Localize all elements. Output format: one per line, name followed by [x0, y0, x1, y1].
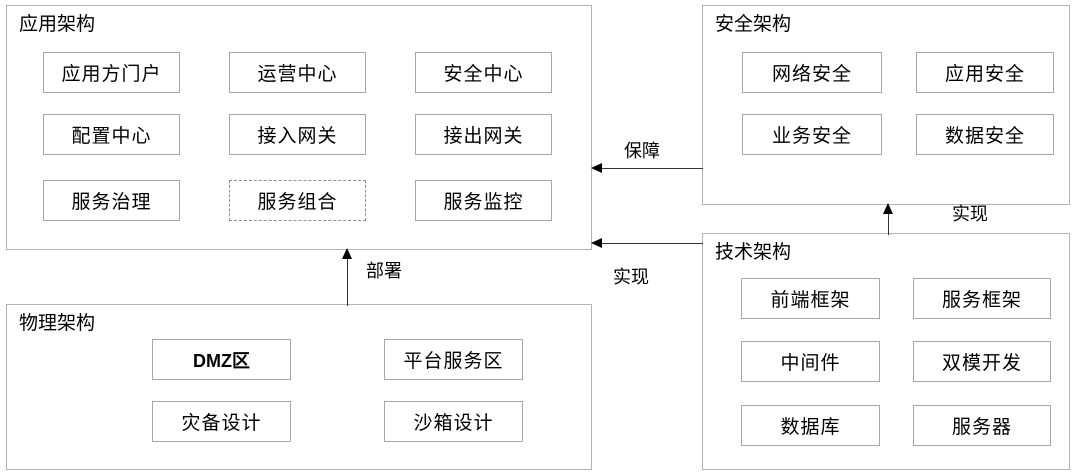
group-physical-architecture: 物理架构 DMZ区 平台服务区 灾备设计 沙箱设计	[6, 304, 592, 470]
node-service-framework[interactable]: 服务框架	[913, 278, 1051, 319]
node-database[interactable]: 数据库	[741, 405, 880, 446]
connector-label-baozhang: 保障	[624, 141, 660, 161]
node-network-security[interactable]: 网络安全	[742, 52, 882, 93]
node-bimodal-development[interactable]: 双模开发	[913, 341, 1051, 382]
group-security-architecture: 安全架构 网络安全 应用安全 业务安全 数据安全	[702, 5, 1070, 205]
node-operation-center[interactable]: 运营中心	[229, 52, 366, 93]
group-title-security: 安全架构	[715, 14, 792, 35]
node-server[interactable]: 服务器	[913, 405, 1051, 446]
connector-line-physical-to-application	[347, 256, 348, 306]
node-middleware[interactable]: 中间件	[741, 341, 880, 382]
connector-arrow-physical-to-application	[342, 248, 352, 259]
node-service-monitoring[interactable]: 服务监控	[415, 180, 552, 221]
connector-line-security-to-application	[598, 168, 703, 169]
node-sandbox-design[interactable]: 沙箱设计	[384, 401, 523, 442]
node-data-security[interactable]: 数据安全	[916, 114, 1054, 155]
group-title-physical: 物理架构	[19, 313, 96, 334]
node-egress-gateway[interactable]: 接出网关	[415, 114, 552, 155]
node-business-security[interactable]: 业务安全	[742, 114, 882, 155]
group-technical-architecture: 技术架构 前端框架 服务框架 中间件 双模开发 数据库 服务器	[702, 233, 1070, 470]
node-disaster-recovery-design[interactable]: 灾备设计	[152, 401, 291, 442]
connector-arrow-technical-to-security	[883, 203, 893, 214]
connector-line-technical-to-security	[888, 211, 889, 235]
connector-label-shixian-technical-application: 实现	[613, 267, 649, 287]
node-application-portal[interactable]: 应用方门户	[43, 52, 180, 93]
connector-line-technical-to-application	[598, 243, 703, 244]
group-title-application: 应用架构	[19, 14, 96, 35]
connector-label-shixian-technical-security: 实现	[952, 204, 988, 224]
node-dmz-zone[interactable]: DMZ区	[152, 339, 291, 380]
node-platform-service-zone[interactable]: 平台服务区	[384, 339, 523, 380]
node-frontend-framework[interactable]: 前端框架	[741, 278, 880, 319]
node-service-composition[interactable]: 服务组合	[229, 180, 366, 221]
group-application-architecture: 应用架构 应用方门户 运营中心 安全中心 配置中心 接入网关 接出网关 服务治理…	[6, 5, 592, 250]
node-service-governance[interactable]: 服务治理	[43, 180, 180, 221]
node-security-center[interactable]: 安全中心	[415, 52, 552, 93]
connector-arrow-technical-to-application	[591, 238, 602, 248]
connector-label-bushu: 部署	[366, 261, 402, 281]
connector-arrow-security-to-application	[591, 163, 602, 173]
node-application-security[interactable]: 应用安全	[916, 52, 1054, 93]
node-ingress-gateway[interactable]: 接入网关	[229, 114, 366, 155]
group-title-technical: 技术架构	[715, 242, 792, 263]
node-config-center[interactable]: 配置中心	[43, 114, 180, 155]
